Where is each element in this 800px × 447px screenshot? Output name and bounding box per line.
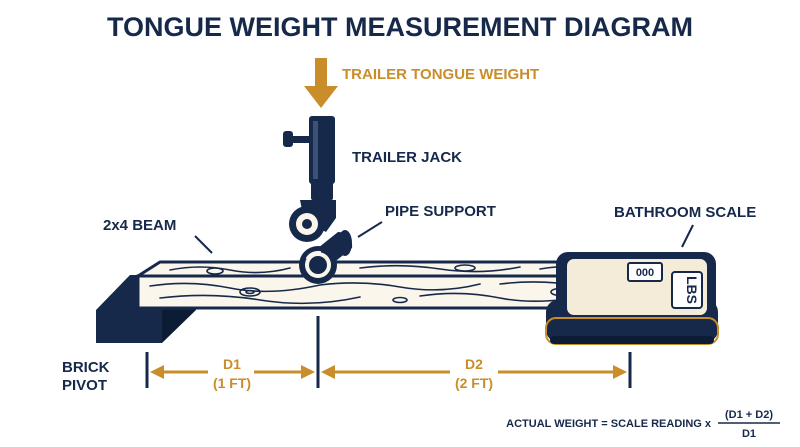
scale-base: [545, 317, 719, 345]
formula-denominator: D1: [742, 428, 756, 440]
beam-leader: [194, 235, 213, 254]
tongue-weight-label: TRAILER TONGUE WEIGHT: [342, 66, 539, 83]
bathroom-scale-label: BATHROOM SCALE: [614, 204, 756, 221]
pipe-support-leader: [357, 221, 383, 238]
trailer-jack: [283, 116, 336, 242]
formula-lhs: ACTUAL WEIGHT = SCALE READING x: [506, 418, 712, 430]
force-arrow: [304, 58, 338, 108]
brick-label-line1: BRICK: [62, 359, 110, 376]
scale-unit-text: LBS: [684, 276, 700, 304]
bathroom-scale: [546, 252, 718, 342]
trailer-jack-label: TRAILER JACK: [352, 149, 462, 166]
d2-label-backing: [450, 356, 498, 392]
scale-unit-plate: [671, 271, 703, 309]
d1-value: (1 FT): [213, 375, 251, 391]
d1-label-backing: [208, 356, 254, 392]
formula-numerator: (D1 + D2): [725, 409, 773, 421]
d2-value: (2 FT): [455, 375, 493, 391]
beam-label: 2x4 BEAM: [103, 217, 176, 234]
page-title: TONGUE WEIGHT MEASUREMENT DIAGRAM: [107, 12, 693, 42]
bathroom-scale-leader: [681, 224, 694, 248]
brick-label-line2: PIVOT: [62, 377, 107, 394]
d2-name: D2: [465, 356, 483, 372]
pipe-support: [299, 230, 353, 284]
scale-display-text: 000: [636, 267, 654, 279]
dimension-ticks: [145, 316, 632, 388]
d1-name: D1: [223, 356, 241, 372]
scale-display: [627, 262, 663, 282]
pipe-support-label: PIPE SUPPORT: [385, 203, 496, 220]
